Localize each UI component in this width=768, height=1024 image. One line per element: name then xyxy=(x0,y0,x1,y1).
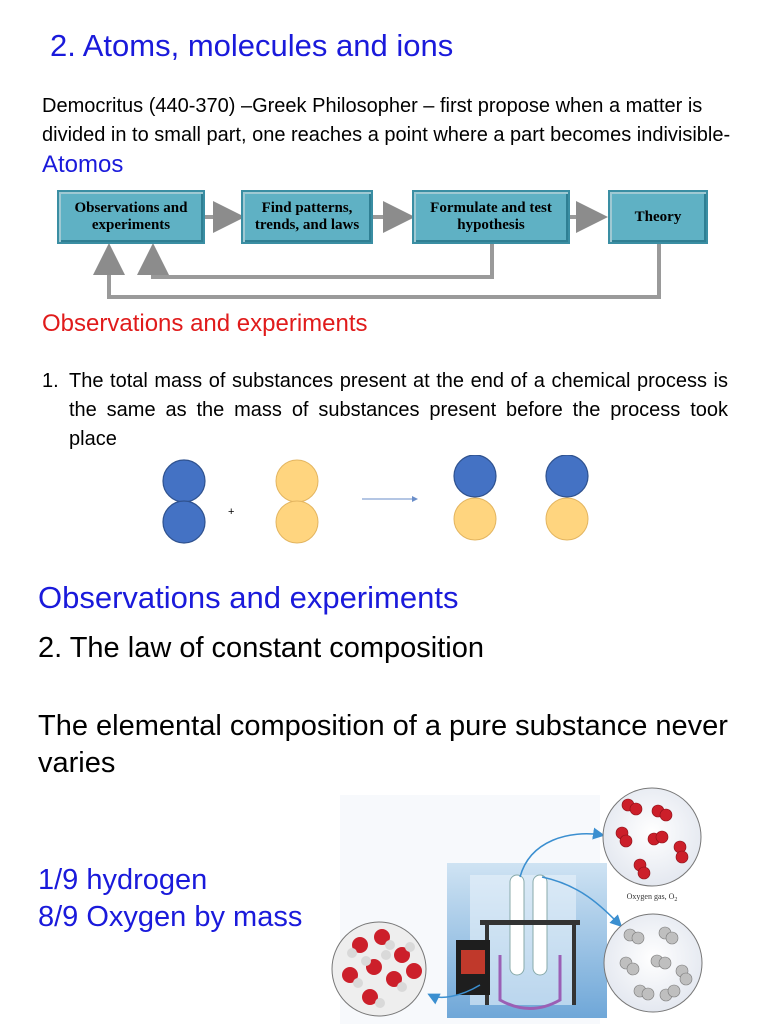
ratio-hydrogen: 1/9 hydrogen xyxy=(38,864,208,896)
molecule-illustration: + xyxy=(162,455,589,544)
yellow-atom xyxy=(275,500,319,544)
section-heading-observations-2: Observations and experiments xyxy=(38,580,459,615)
ratio-oxygen: 8/9 Oxygen by mass xyxy=(38,901,303,933)
yellow-atom xyxy=(275,459,319,503)
blue-atom xyxy=(162,459,206,503)
u-tube xyxy=(498,955,562,1010)
oxygen-molecules xyxy=(615,798,689,880)
item-text: The total mass of substances present at … xyxy=(69,370,728,450)
arrow-to-hydrogen xyxy=(541,876,623,928)
oxygen-label: Oxygen gas, O2 xyxy=(627,892,678,903)
law-constant-composition: 2. The law of constant composition xyxy=(38,632,484,664)
electrolysis-apparatus-illustration: Oxygen gas, O2 xyxy=(331,787,703,1024)
plus-sign: + xyxy=(228,506,234,518)
yellow-atom xyxy=(545,497,589,541)
item-number: 1. xyxy=(42,370,59,392)
blue-atom xyxy=(162,500,206,544)
blue-atom xyxy=(453,455,497,498)
hydrogen-molecules xyxy=(619,926,693,1002)
mass-ratio: 1/9 hydrogen 8/9 Oxygen by mass xyxy=(38,862,302,936)
box-theory: Theory xyxy=(608,190,708,244)
atomos-term: Atomos xyxy=(42,151,124,178)
clamp-bar xyxy=(480,920,580,925)
composition-statement: The elemental composition of a pure subs… xyxy=(38,710,728,779)
feedback-arrow-hypothesis xyxy=(137,243,494,279)
flowchart-arrows xyxy=(93,201,661,299)
yellow-atom xyxy=(453,497,497,541)
box-patterns: Find patterns,trends, and laws xyxy=(241,190,373,244)
page-title: 2. Atoms, molecules and ions xyxy=(50,28,454,63)
intro-text: Democritus (440-370) –Greek Philosopher … xyxy=(42,95,731,146)
arrow-to-water xyxy=(427,984,481,1005)
feedback-arrow-theory xyxy=(93,243,661,299)
blue-atom xyxy=(545,455,589,498)
reaction-arrowhead xyxy=(412,496,418,502)
intro-paragraph: Democritus (440-370) –Greek Philosopher … xyxy=(42,92,732,181)
arrow-to-oxygen xyxy=(519,827,605,878)
section-heading-observations: Observations and experiments xyxy=(42,310,368,337)
water-molecules xyxy=(342,929,422,1008)
law-conservation-item: 1. The total mass of substances present … xyxy=(42,367,728,454)
